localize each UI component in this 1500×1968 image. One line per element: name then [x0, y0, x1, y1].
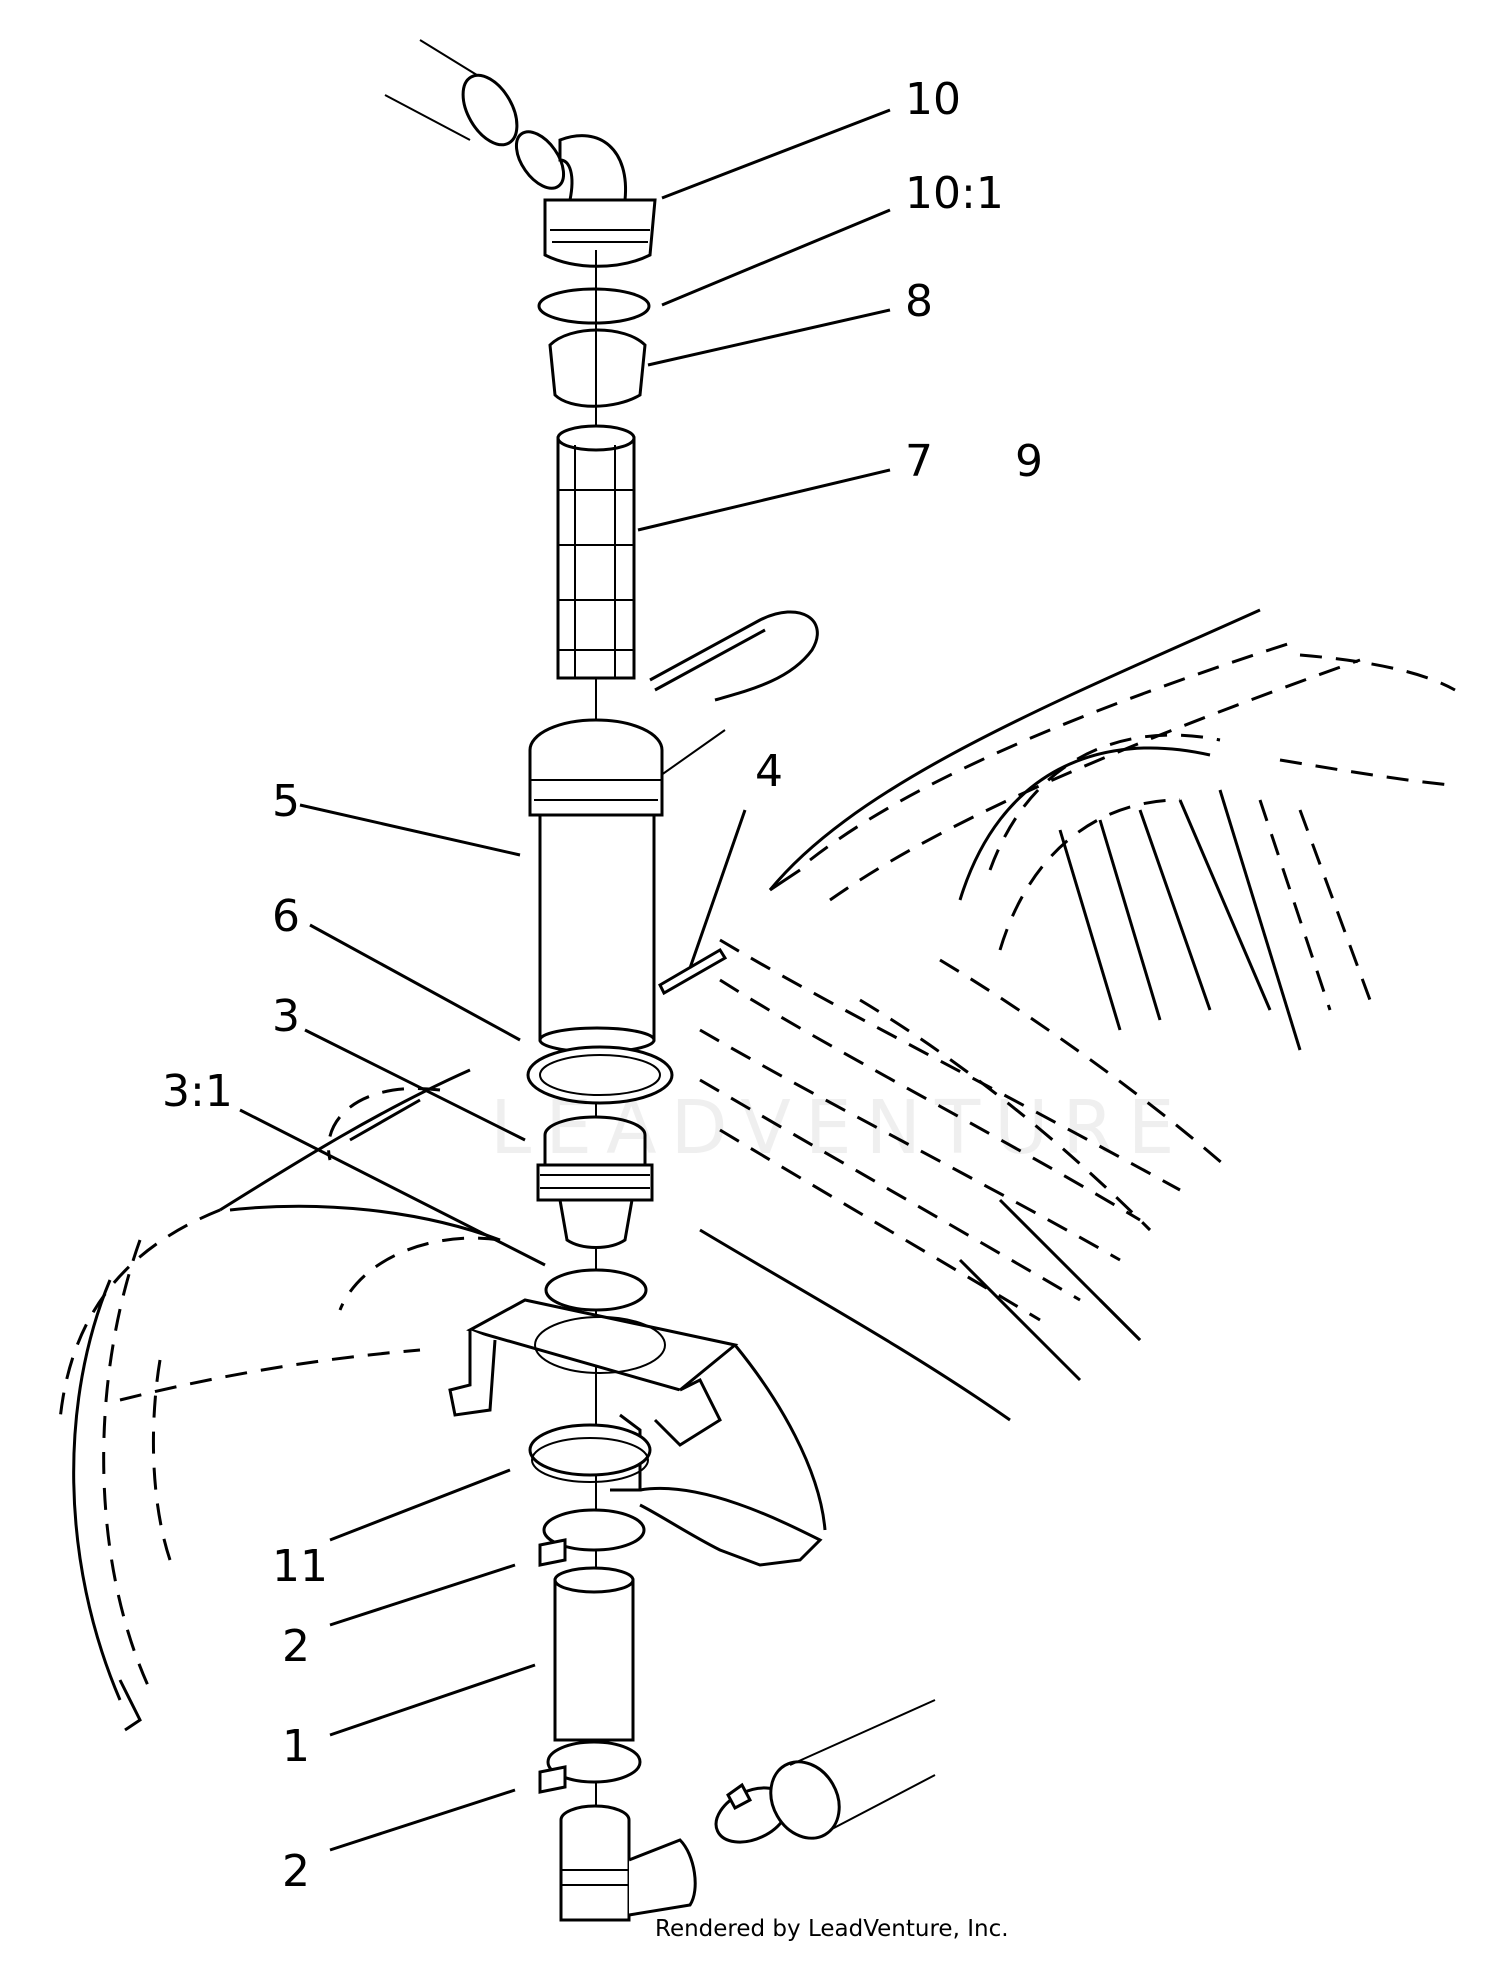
callout-10-1: 10:1 [905, 168, 1004, 219]
callout-2-upper: 2 [282, 1621, 310, 1672]
wire-clip-9 [649, 610, 819, 702]
tire-outline [699, 608, 1456, 1422]
adapter-8 [548, 328, 647, 408]
clamp-11 [528, 1423, 652, 1483]
callout-10: 10 [905, 74, 961, 125]
callout-9: 9 [1015, 436, 1043, 487]
lower-hose [714, 1699, 936, 1844]
callout-3: 3 [272, 991, 300, 1042]
lower-elbow-fitting [559, 1804, 697, 1922]
callout-11: 11 [272, 1541, 328, 1592]
callout-4: 4 [755, 746, 783, 797]
callout-8: 8 [905, 276, 933, 327]
leader-lines [239, 108, 891, 1852]
hose-clamp-2-upper [538, 1508, 646, 1567]
wire-clip-9-inner [654, 628, 766, 692]
callout-3-1: 3:1 [162, 1066, 233, 1117]
o-ring-3-1 [544, 1268, 648, 1312]
mounting-bracket [448, 1298, 827, 1567]
o-ring-10-1 [537, 287, 651, 325]
callout-1: 1 [282, 1721, 310, 1772]
upper-hose [384, 39, 519, 147]
callout-5: 5 [272, 776, 300, 827]
gasket-6 [526, 1045, 674, 1105]
footer-credit: Rendered by LeadVenture, Inc. [655, 1916, 1009, 1942]
screen-filter-7 [556, 424, 636, 680]
filter-bowl-5 [528, 718, 664, 1054]
elbow-fitting [514, 130, 657, 268]
pin-4 [658, 947, 728, 996]
hose-1 [553, 1566, 635, 1742]
callout-6: 6 [272, 891, 300, 942]
hose-clamp-2-lower [538, 1740, 642, 1794]
watermark: LEADVENTURE [490, 1085, 1189, 1171]
fitting-3 [536, 1115, 654, 1249]
callout-7: 7 [905, 436, 933, 487]
left-wheel-outline [58, 1068, 501, 1732]
callout-2-lower: 2 [282, 1846, 310, 1897]
